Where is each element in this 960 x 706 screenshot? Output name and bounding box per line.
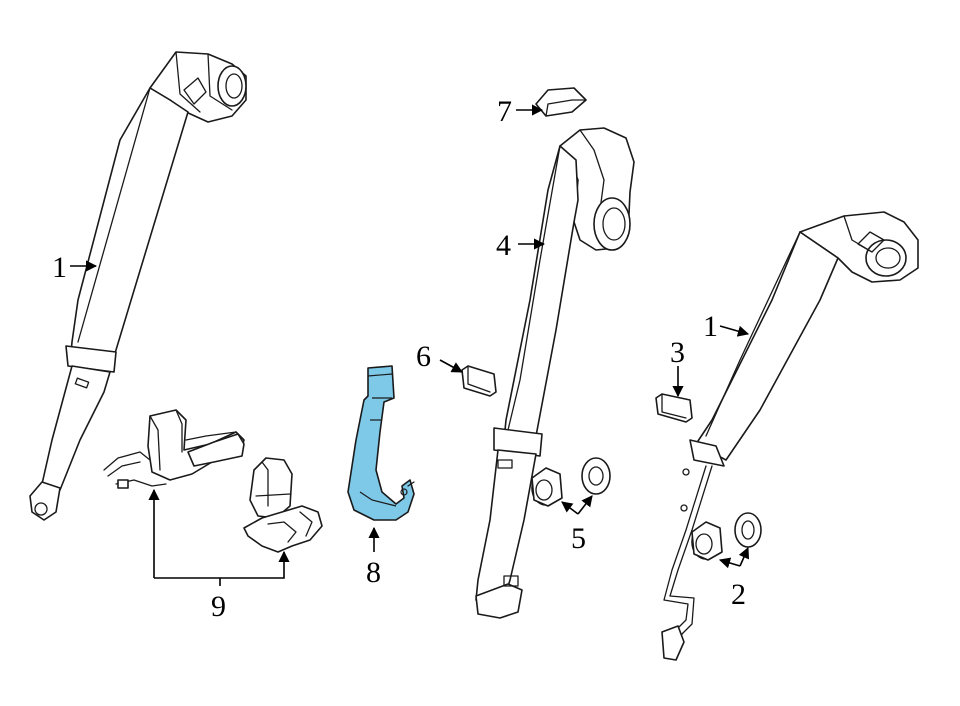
callout-2: 2 bbox=[731, 578, 746, 611]
callout-8: 8 bbox=[366, 556, 381, 589]
part-2-bolt-and-washer bbox=[691, 512, 762, 561]
callout-9: 9 bbox=[211, 590, 226, 623]
callout-7: 7 bbox=[497, 95, 512, 128]
part-1-right-seat-belt bbox=[661, 211, 919, 661]
part-3-clip bbox=[655, 393, 693, 423]
callout-4: 4 bbox=[496, 229, 511, 262]
callout-5: 5 bbox=[571, 522, 586, 555]
part-6-clip bbox=[461, 365, 497, 397]
part-5-bolt-and-washer bbox=[531, 457, 611, 507]
part-9-buckle-left bbox=[103, 409, 245, 489]
part-9-buckle-right bbox=[243, 457, 323, 553]
callout-3: 3 bbox=[670, 336, 685, 369]
part-7-cap bbox=[535, 87, 587, 117]
callout-labels: 1 1 2 3 4 5 6 7 8 9 bbox=[52, 95, 746, 623]
part-8-highlighted-bracket bbox=[347, 365, 415, 521]
callout-1-left: 1 bbox=[52, 251, 67, 284]
callout-6: 6 bbox=[416, 340, 431, 373]
leader-lines bbox=[70, 104, 750, 586]
part-4-center-seat-belt bbox=[475, 127, 635, 619]
part-1-left-seat-belt bbox=[29, 51, 247, 521]
callout-1-right: 1 bbox=[703, 310, 718, 343]
